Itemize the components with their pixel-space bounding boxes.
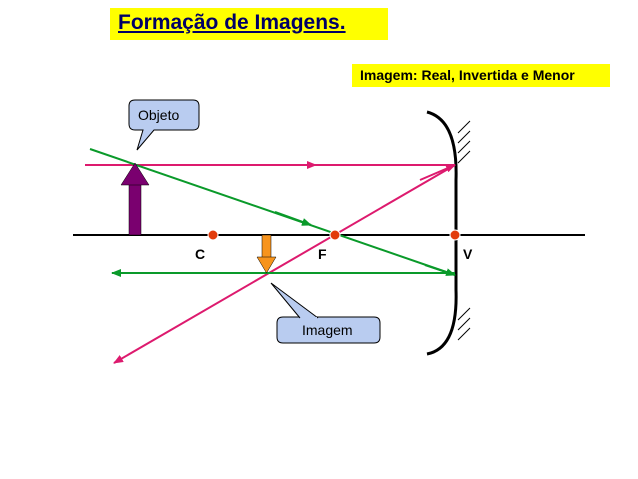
center-point-marker	[207, 229, 219, 241]
image-arrow	[256, 234, 277, 274]
concave-mirror	[426, 110, 471, 356]
image-result-label: Imagem: Real, Invertida e Menor	[360, 67, 575, 83]
image-callout-text: Imagem	[302, 322, 353, 338]
result-box: Imagem: Real, Invertida e Menor	[352, 64, 610, 87]
label-focus: F	[318, 246, 327, 262]
focus-point-marker	[329, 229, 341, 241]
object-callout-text: Objeto	[138, 107, 179, 123]
object-callout: Objeto	[128, 99, 200, 151]
ray-incoming-arrow	[419, 164, 456, 181]
object-arrow	[120, 162, 150, 236]
label-center: C	[195, 246, 205, 262]
title-box: Formação de Imagens.	[110, 8, 388, 40]
ray-through-focus-parallel	[89, 148, 456, 277]
vertex-point-marker	[449, 229, 461, 241]
label-vertex: V	[463, 246, 473, 262]
ray-parallel-through-focus	[85, 161, 456, 364]
image-callout: Imagem	[270, 282, 381, 344]
page-title: Formação de Imagens.	[118, 11, 346, 34]
